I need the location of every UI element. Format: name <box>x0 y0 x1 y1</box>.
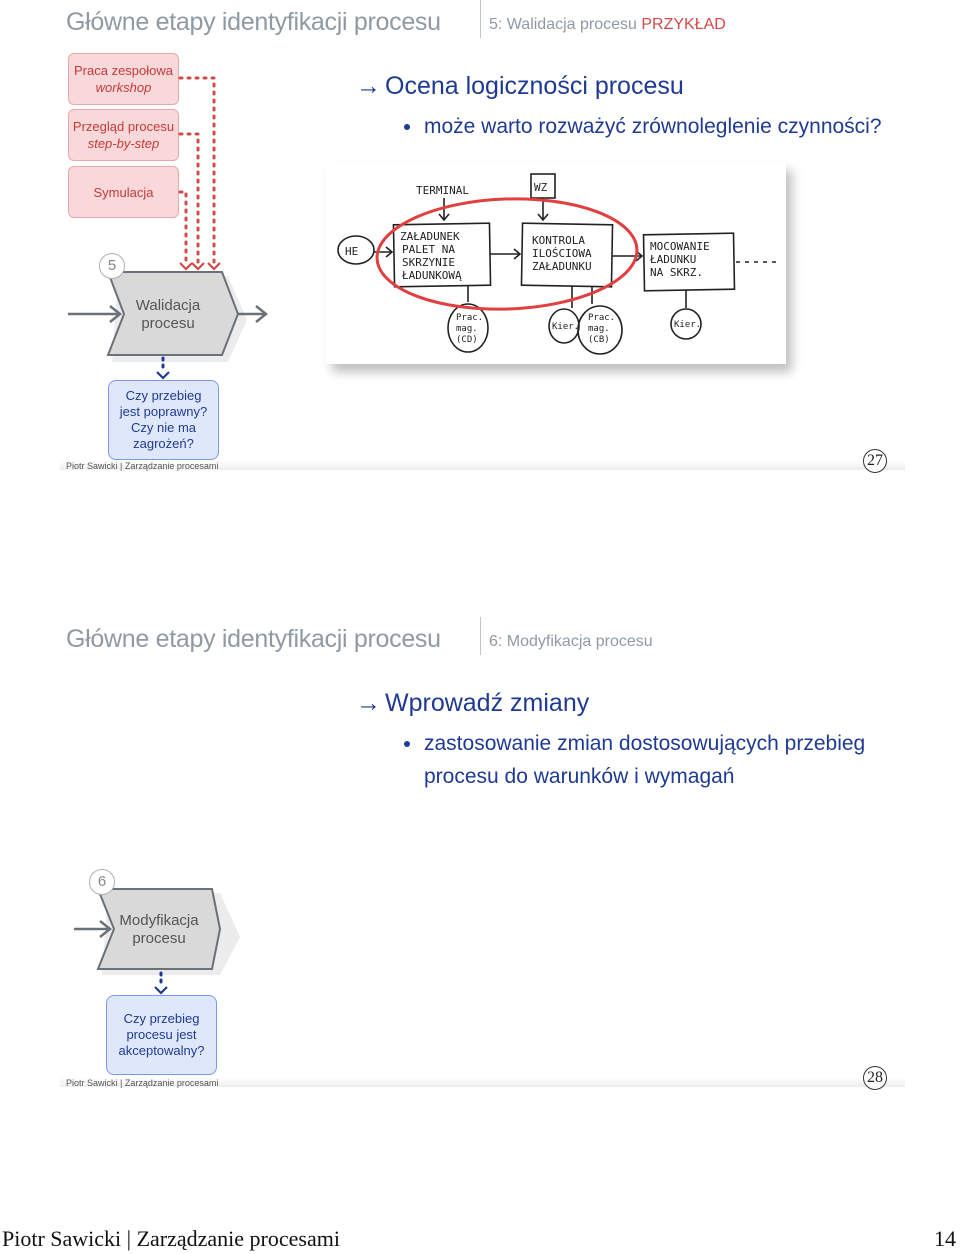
process-diagram-left <box>68 76 269 380</box>
stage-label-line2: procesu <box>132 930 186 947</box>
sketch-circle4: Kier. <box>674 320 701 330</box>
stage-label-line1: Walidacja <box>135 297 201 314</box>
slide-28: Główne etapy identyfikacji procesu 6: Mo… <box>0 617 960 1097</box>
stage-label: Modyfikacja procesu <box>116 912 202 948</box>
box-simulation: Symulacja <box>68 166 179 218</box>
title-divider <box>480 0 481 38</box>
sketch-drawing: TERMINAL WZ HE ZAŁADUNEK PALET NA SKRZYN… <box>337 173 781 355</box>
step-number: 6 <box>89 869 115 895</box>
sketch-wz: WZ <box>534 181 548 194</box>
question-line: jest poprawny? <box>119 404 208 419</box>
slide-number: 27 <box>863 449 887 473</box>
question-box: Czy przebieg procesu jest akceptowalny? <box>106 995 217 1075</box>
bullet-item: może warto rozważyć zrównoleglenie czynn… <box>404 110 882 143</box>
question-line: Czy przebieg <box>123 1011 200 1026</box>
sketch-circle3-line: mag. <box>588 324 610 334</box>
bullet-list: zastosowanie zmian dostosowujących przeb… <box>404 727 865 793</box>
question-line: akceptowalny? <box>118 1043 205 1058</box>
sketch-terminal: TERMINAL <box>416 184 469 197</box>
stage-label-line1: Modyfikacja <box>119 912 199 929</box>
sketch-box1-line: SKRZYNIE <box>402 256 455 269</box>
footer-bar <box>60 460 905 470</box>
sketch-box1-line: ZAŁADUNEK <box>400 230 460 243</box>
slide-subtitle: 5: Walidacja procesu PRZYKŁAD <box>489 16 726 34</box>
sketch-circle1-line: (CD) <box>456 335 478 345</box>
question-box: Czy przebieg jest poprawny? Czy nie ma z… <box>108 380 219 460</box>
sketch-box2-line: KONTROLA <box>532 234 585 247</box>
sketch-circle3-line: (CB) <box>588 335 610 345</box>
stage-label: Walidacja procesu <box>128 297 208 333</box>
box-simulation-label: Symulacja <box>93 184 154 200</box>
sketch-box3-line: MOCOWANIE <box>650 240 710 253</box>
box-workshop-line2: workshop <box>95 80 152 95</box>
question-line: Czy nie ma <box>130 420 197 435</box>
slide-subtitle: 6: Modyfikacja procesu <box>489 633 653 650</box>
arrow-right-icon: → <box>356 72 381 100</box>
arrow-right-icon: → <box>356 689 381 717</box>
question-line: procesu jest <box>126 1027 197 1042</box>
subtitle-step: 5: Walidacja procesu <box>489 16 637 33</box>
bullet-line: zastosowanie zmian dostosowujących przeb… <box>424 732 866 755</box>
question-line: zagrożeń? <box>133 436 194 451</box>
subtitle-example: PRZYKŁAD <box>641 16 726 33</box>
bullet-list: może warto rozważyć zrównoleglenie czynn… <box>404 110 882 143</box>
sketch-box2-line: ZAŁADUNKU <box>532 260 592 273</box>
slide-number: 28 <box>863 1066 887 1090</box>
box-workshop-line1: Praca zespołowa <box>74 63 173 78</box>
title-divider <box>480 617 481 655</box>
step-number: 5 <box>99 253 125 279</box>
heading-text: Wprowadź zmiany <box>385 689 590 717</box>
bullet-item: zastosowanie zmian dostosowujących przeb… <box>404 727 865 793</box>
footer-bar <box>60 1077 905 1087</box>
sketch-he: HE <box>345 245 358 258</box>
page-number: 14 <box>934 1226 956 1251</box>
slide-footer: Piotr Sawicki | Zarządzanie procesami <box>66 1078 219 1088</box>
box-review-line1: Przegląd procesu <box>72 119 175 134</box>
sketch-circle1-line: Prac. <box>456 313 483 323</box>
sketch-box1-line: ŁADUNKOWĄ <box>401 269 462 282</box>
slide-heading: →Wprowadź zmiany <box>356 689 589 718</box>
handwritten-process-sketch: TERMINAL WZ HE ZAŁADUNEK PALET NA SKRZYN… <box>326 162 786 364</box>
sketch-box3-line: ŁADUNKU <box>649 253 696 266</box>
box-review-line2: step-by-step <box>87 136 160 151</box>
sketch-box2-line: ILOŚCIOWA <box>532 247 592 260</box>
sketch-circle3-line: Prac. <box>588 313 615 323</box>
stage-label-line2: procesu <box>141 315 195 332</box>
sketch-circle1-line: mag. <box>456 324 478 334</box>
heading-text: Ocena logiczności procesu <box>385 72 684 100</box>
sketch-circle2: Kier. <box>552 322 579 332</box>
slide-heading: →Ocena logiczności procesu <box>356 72 684 101</box>
box-review: Przegląd procesu step-by-step <box>68 109 179 161</box>
box-workshop: Praca zespołowa workshop <box>68 53 179 105</box>
process-diagram-left <box>74 888 240 995</box>
bullet-line: procesu do warunków i wymagań <box>424 765 735 788</box>
sketch-box1-line: PALET NA <box>402 243 455 256</box>
page-footer: Piotr Sawicki | Zarządzanie procesami <box>2 1226 340 1251</box>
slide-title: Główne etapy identyfikacji procesu <box>66 625 441 653</box>
question-line: Czy przebieg <box>125 388 202 403</box>
slide-footer: Piotr Sawicki | Zarządzanie procesami <box>66 461 219 471</box>
slide-27: Główne etapy identyfikacji procesu 5: Wa… <box>0 0 960 480</box>
slide-title: Główne etapy identyfikacji procesu <box>66 8 441 36</box>
sketch-box3-line: NA SKRZ. <box>650 266 703 279</box>
